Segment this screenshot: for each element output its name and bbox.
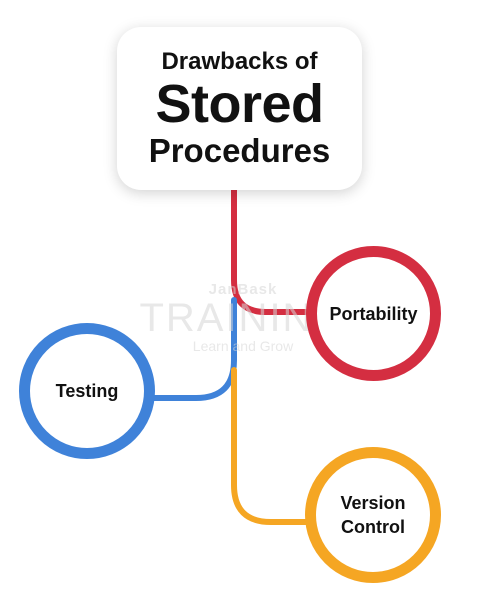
node-portability: Portability — [306, 246, 441, 381]
node-version-control-line-2: Control — [341, 517, 405, 537]
connector-portability — [231, 187, 311, 315]
title-line-3: Procedures — [148, 131, 331, 169]
connector-testing — [149, 297, 237, 401]
node-testing-label: Testing — [55, 381, 119, 401]
node-portability-label: Portability — [329, 303, 418, 324]
connector-version-control — [231, 367, 310, 525]
node-version-control-line-1: Version — [340, 493, 406, 513]
node-version-control: Version Control — [305, 447, 441, 583]
node-testing: Testing — [19, 323, 155, 459]
title-line-1: Drawbacks of — [161, 47, 318, 75]
title-card: Drawbacks of Stored Procedures — [117, 27, 362, 190]
node-version-control-label: Version Control — [340, 491, 405, 539]
title-line-2: Stored — [155, 73, 324, 134]
